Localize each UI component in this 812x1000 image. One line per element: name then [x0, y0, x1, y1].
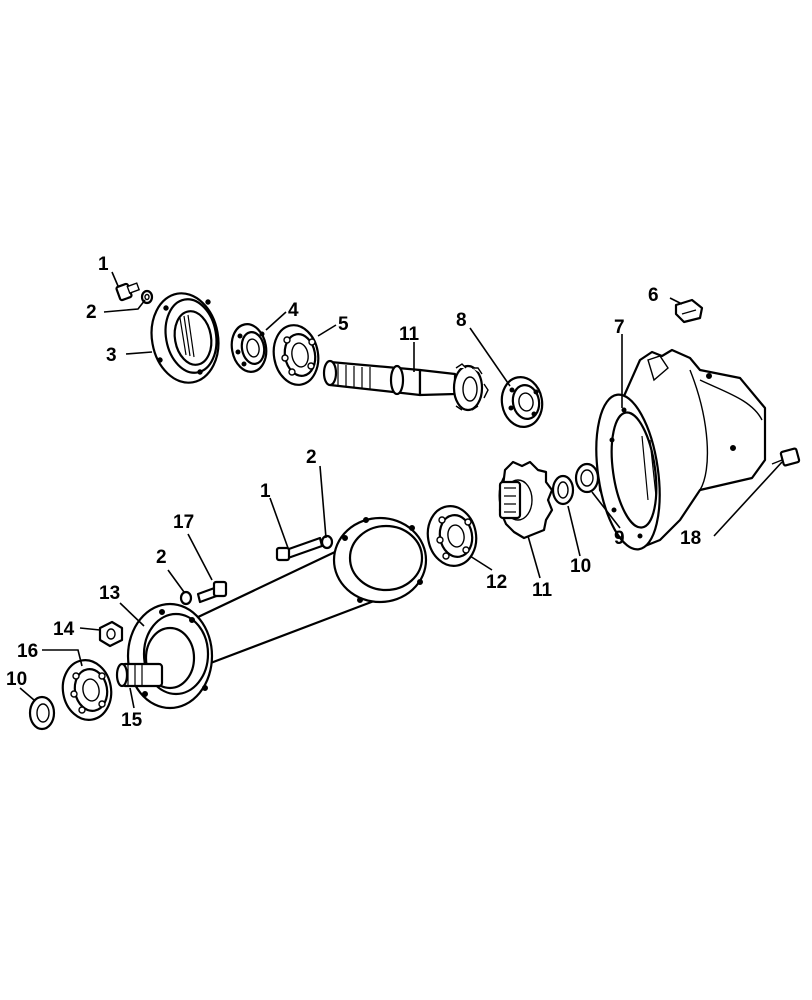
- tube-housing: [126, 516, 428, 710]
- callout-1-lower: 1: [260, 481, 271, 502]
- callout-16: 16: [17, 641, 38, 662]
- callout-9: 9: [614, 528, 625, 549]
- leader-lines: [19, 271, 783, 709]
- nut-part-14: [98, 620, 124, 648]
- plug-part-6: [674, 298, 704, 324]
- ring-part-10-left: [28, 695, 56, 731]
- callout-13: 13: [99, 583, 120, 604]
- callout-15: 15: [121, 710, 143, 731]
- callout-2-lower-left: 2: [156, 547, 167, 568]
- callout-2-upper: 2: [86, 302, 97, 323]
- callout-3: 3: [106, 345, 117, 366]
- bolt-part-18: [771, 447, 801, 467]
- callout-11-upper: 11: [399, 324, 420, 345]
- shaft-stub-part-15: [115, 662, 164, 688]
- washer-part-2-lower-right: [320, 534, 334, 550]
- callout-5: 5: [338, 314, 349, 335]
- callout-1-upper: 1: [98, 254, 109, 275]
- circlip-part-9: [574, 462, 600, 494]
- bearing-part-4: [230, 323, 268, 373]
- flange-housing-part-3: [150, 292, 220, 384]
- callouts: 1 2 3 4 5 11 8 6 7 2 1 17 2 13 14 16 10 …: [6, 254, 701, 731]
- bearing-part-12: [426, 505, 478, 567]
- bearing-part-16: [61, 659, 113, 721]
- bearing-part-5: [272, 324, 320, 386]
- callout-4: 4: [288, 300, 299, 321]
- callout-8: 8: [456, 310, 467, 331]
- washer-part-2-lower-left: [179, 590, 193, 606]
- callout-6: 6: [648, 285, 659, 306]
- washer-part-10-right: [551, 474, 575, 506]
- bevel-gear-part-11-lower: [498, 460, 554, 540]
- callout-12: 12: [486, 572, 507, 593]
- callout-10-lower-left: 10: [6, 669, 27, 690]
- bolt-part-1-upper: [115, 282, 141, 302]
- bolt-part-1-lower: [275, 536, 324, 562]
- callout-7: 7: [614, 317, 625, 338]
- callout-10-right: 10: [570, 556, 591, 577]
- callout-18: 18: [680, 528, 701, 549]
- pinion-shaft-part-11-upper: [322, 359, 489, 412]
- gearbox-housing-part-7: [595, 348, 767, 551]
- callout-2-lower-right: 2: [306, 447, 317, 468]
- bearing-part-8: [500, 376, 544, 428]
- callout-14: 14: [53, 619, 75, 640]
- callout-17: 17: [173, 512, 194, 533]
- bolt-part-17: [196, 580, 228, 604]
- callout-11-lower: 11: [532, 580, 553, 601]
